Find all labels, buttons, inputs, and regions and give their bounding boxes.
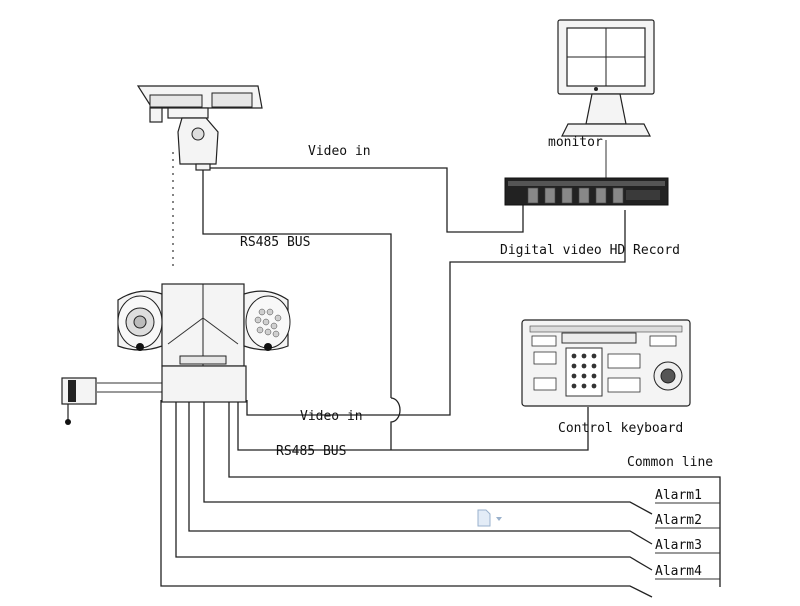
wires [97,140,721,598]
common-line-label: Common line [627,455,713,470]
alarm-terminal-lines [655,502,720,580]
alarm-label-4: Alarm4 [655,564,702,579]
alarm3-wire [175,400,653,571]
common-line-wire [228,400,721,587]
alarm2-wire [188,400,653,545]
rs485-top-label: RS485 BUS [240,235,310,250]
alarm-label-2: Alarm2 [655,513,702,528]
video-line-top [203,167,524,233]
video-line-bottom [246,210,626,416]
alarm1-wire [203,400,653,515]
monitor-icon [557,19,655,137]
alarm4-wire [160,400,653,598]
keyboard-label: Control keyboard [558,421,683,436]
rs485-bottom-label: RS485 BUS [276,444,346,459]
rs485-line-top [202,168,392,398]
alarm-label-3: Alarm3 [655,538,702,553]
alarm-label-1: Alarm1 [655,488,702,503]
rs485-line-bottom [237,400,589,451]
monitor-label: monitor [548,135,603,150]
box-camera-icon [136,85,263,171]
motor-icon [61,377,97,425]
dvr-label: Digital video HD Record [500,243,680,258]
keyboard-icon [521,319,691,407]
dvr-icon [504,177,669,206]
video-in-top-label: Video in [308,144,371,159]
motor-cable [97,382,162,393]
ptz-camera-icon [117,283,291,403]
document-icon [477,509,502,527]
crossover-arc [390,397,401,450]
video-in-bottom-label: Video in [300,409,363,424]
